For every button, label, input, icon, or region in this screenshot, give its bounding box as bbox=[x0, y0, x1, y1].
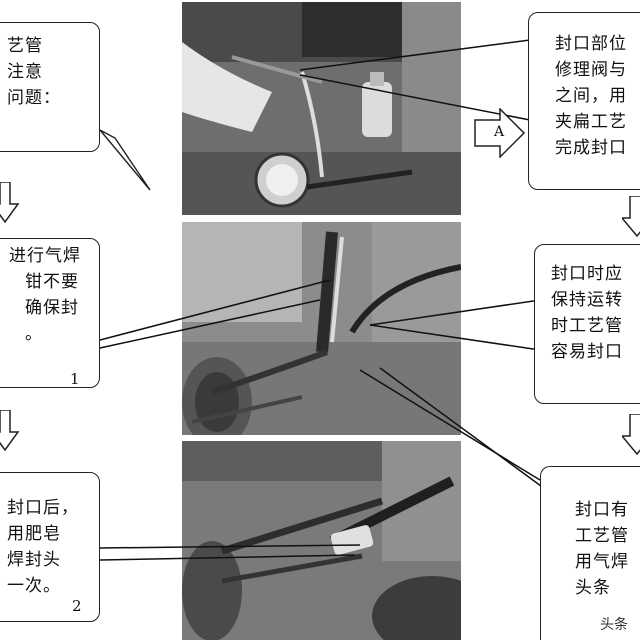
callout-mid-left: 进行气焊 钳不要 确保封 。 bbox=[0, 238, 100, 388]
callout-line: 夹扁工艺 bbox=[555, 112, 627, 132]
callout-line: 容易封口 bbox=[551, 342, 623, 362]
photo-middle bbox=[182, 222, 461, 435]
callout-line: 一次。 bbox=[7, 576, 61, 596]
callout-line: 钳不要 bbox=[25, 272, 79, 292]
callout-line: 。 bbox=[25, 324, 43, 344]
callout-top-left: 艺管 注意 问题： bbox=[0, 22, 100, 152]
callout-line: 之间，用 bbox=[555, 86, 627, 106]
callout-line: 用肥皂 bbox=[7, 524, 61, 544]
callout-line: 进行气焊 bbox=[9, 246, 81, 266]
arrow-down-left-1 bbox=[0, 182, 20, 224]
arrow-right-a bbox=[474, 108, 526, 158]
callout-line: 工艺管 bbox=[575, 526, 629, 546]
watermark: 头条 bbox=[596, 614, 632, 634]
arrow-label-a: A bbox=[494, 124, 505, 140]
callout-line: 注意 bbox=[7, 62, 43, 82]
callout-line: 封口部位 bbox=[555, 34, 627, 54]
number-label-1: 1 bbox=[70, 370, 80, 388]
callout-line: 封口有 bbox=[575, 500, 629, 520]
callout-line: 确保封 bbox=[25, 298, 79, 318]
callout-bot-right: 封口有 工艺管 用气焊 头条 bbox=[540, 466, 640, 640]
callout-line: 完成封口 bbox=[555, 138, 627, 158]
callout-line: 问题： bbox=[7, 88, 61, 108]
callout-bot-left: 封口后， 用肥皂 焊封头 一次。 bbox=[0, 472, 100, 622]
callout-line: 时工艺管 bbox=[551, 316, 623, 336]
callout-line: 焊封头 bbox=[7, 550, 61, 570]
arrow-down-right-2 bbox=[622, 414, 640, 456]
callout-line: 艺管 bbox=[7, 36, 43, 56]
callout-top-right: 封口部位 修理阀与 之间，用 夹扁工艺 完成封口 bbox=[528, 12, 640, 190]
callout-line: 封口后， bbox=[7, 498, 79, 518]
callout-line: 用气焊 bbox=[575, 552, 629, 572]
photo-bottom bbox=[182, 441, 461, 640]
callout-line: 头条 bbox=[575, 578, 611, 598]
photo-top bbox=[182, 2, 461, 215]
number-label-2: 2 bbox=[72, 597, 82, 615]
callout-line: 修理阀与 bbox=[555, 60, 627, 80]
arrow-down-right-1 bbox=[622, 196, 640, 238]
callout-mid-right: 封口时应 保持运转 时工艺管 容易封口 bbox=[534, 244, 640, 404]
arrow-down-left-2 bbox=[0, 410, 20, 452]
callout-line: 封口时应 bbox=[551, 264, 623, 284]
callout-line: 保持运转 bbox=[551, 290, 623, 310]
